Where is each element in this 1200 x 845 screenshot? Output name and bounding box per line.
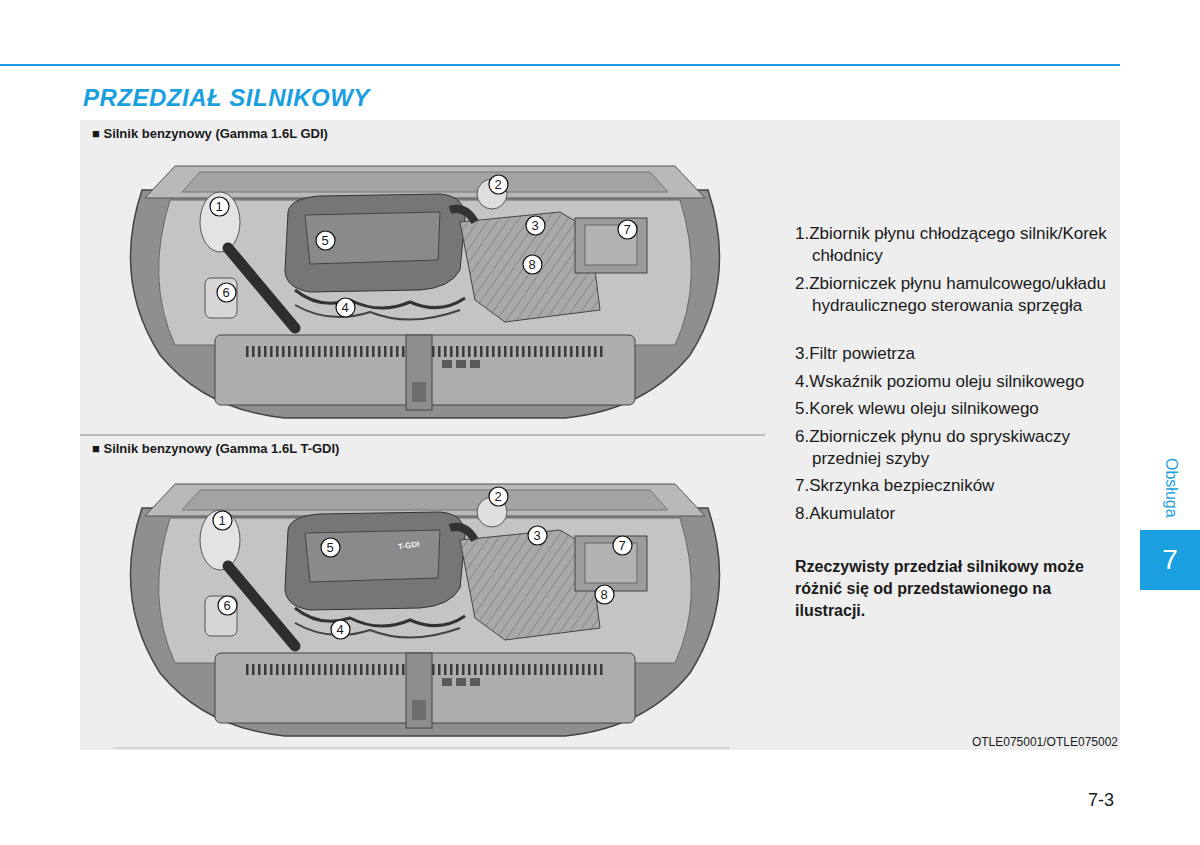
callout-number: 4: [330, 619, 351, 640]
page-title: PRZEDZIAŁ SILNIKOWY: [83, 84, 370, 112]
legend-item: 5.Korek wlewu oleju silnikowego: [795, 398, 1132, 420]
callout-number: 7: [617, 219, 638, 240]
callout-number: 2: [488, 174, 509, 195]
page-number: 7-3: [1088, 790, 1114, 811]
legend-item: 2.Zbiorniczek płynu hamulcowego/układu h…: [795, 273, 1132, 317]
legend-item: 7.Skrzynka bezpieczników: [795, 475, 1132, 497]
callout-number: 2: [488, 486, 509, 507]
callout-number: 2: [488, 486, 509, 507]
callout-number: 1: [209, 196, 230, 217]
legend-item: 3.Filtr powietrza: [795, 343, 1132, 365]
callout-number: 3: [527, 525, 548, 546]
callout-number: 8: [522, 254, 543, 275]
callout-number: 8: [594, 584, 615, 605]
engine-cover-logo: T-GDI: [397, 540, 419, 552]
callout-number: 6: [217, 595, 238, 616]
chapter-number: 7: [1140, 530, 1200, 590]
legend-item: 4.Wskaźnik poziomu oleju silnikowego: [795, 371, 1132, 393]
note-text: Rzeczywisty przedział silnikowy może róż…: [795, 556, 1120, 622]
callout-number: 3: [525, 215, 546, 236]
callout-number: 6: [216, 282, 237, 303]
section-tab-label: Obsługa: [1162, 458, 1180, 518]
section-heading: ■ Silnik benzynowy (Gamma 1.6L T-GDI): [92, 441, 339, 456]
callout-number: 3: [525, 215, 546, 236]
callout-number: 7: [617, 219, 638, 240]
callout-number: 5: [320, 537, 341, 558]
callout-number: 4: [335, 297, 356, 318]
callout-number: 7: [612, 535, 633, 556]
chapter-tab: 7: [1140, 530, 1200, 590]
callout-number: 6: [216, 282, 237, 303]
callout-number: 2: [488, 174, 509, 195]
legend-item: 1.Zbiornik płynu chłodzącego silnik/Kore…: [795, 223, 1132, 267]
callout-number: 4: [330, 619, 351, 640]
callout-number: 8: [522, 254, 543, 275]
callout-number: 8: [594, 584, 615, 605]
callout-number: 7: [612, 535, 633, 556]
callout-number: 4: [335, 297, 356, 318]
callout-number: 1: [209, 196, 230, 217]
section-heading: ■ Silnik benzynowy (Gamma 1.6L GDI): [92, 126, 328, 141]
legend-item: 6.Zbiorniczek płynu do spryskiwaczy prze…: [795, 426, 1132, 470]
callout-number: 6: [217, 595, 238, 616]
legend-item: 8.Akumulator: [795, 503, 1132, 525]
callout-number: 1: [212, 510, 233, 531]
callout-number: 5: [315, 230, 336, 251]
callout-number: 1: [212, 510, 233, 531]
callout-number: 5: [315, 230, 336, 251]
figure-code: OTLE075001/OTLE075002: [918, 735, 1118, 749]
callout-number: 3: [527, 525, 548, 546]
callout-number: 5: [320, 537, 341, 558]
